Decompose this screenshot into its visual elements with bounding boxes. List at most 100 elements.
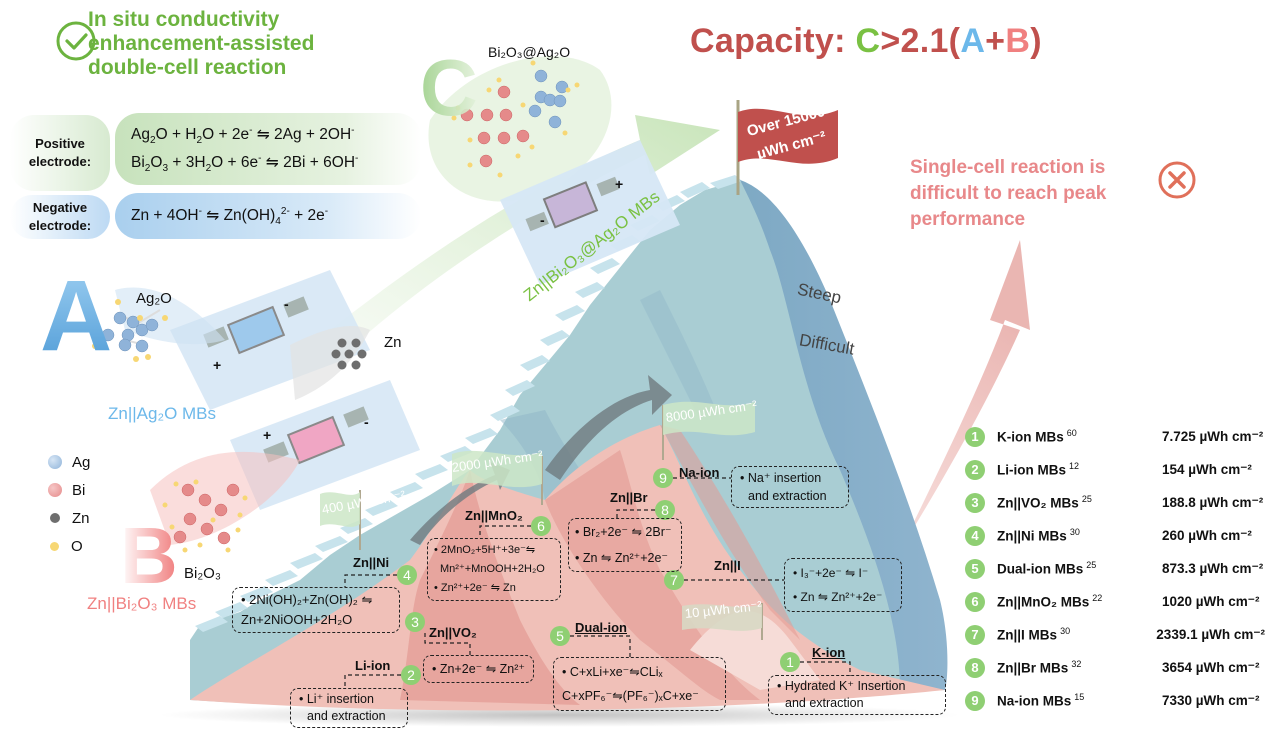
letter-b: B bbox=[120, 511, 178, 600]
legend-item-ag: Ag bbox=[48, 448, 90, 476]
flag-peak bbox=[738, 108, 838, 164]
positive-electrode-equations: Ag2O + H2O + 2e- ⇋ 2Ag + 2OH- Bi2O3 + 3H… bbox=[115, 113, 421, 185]
material-b-label: Bi₂O₃ bbox=[184, 565, 221, 582]
device-a-label: Zn||Ag₂O MBs bbox=[108, 404, 217, 423]
marker-7: 7 bbox=[664, 570, 684, 590]
capacity-c: C bbox=[855, 22, 881, 60]
o-atom-icon bbox=[50, 541, 59, 551]
reaction-6-box: • 2MnO₂+5H⁺+3e⁻⇋Mn²⁺+MnOOH+2H₂O• Zn²⁺+2e… bbox=[427, 538, 561, 601]
green-arrow-upper bbox=[330, 115, 720, 340]
marker-2: 2 bbox=[401, 665, 421, 685]
legend-item-bi: Bi bbox=[48, 476, 90, 504]
reaction-8-box: • Br₂+2e⁻ ⇋ 2Br⁻• Zn ⇋ Zn²⁺+2e⁻ bbox=[568, 518, 682, 572]
ref-badge-4: 4 bbox=[965, 525, 985, 546]
capacity-b: B bbox=[1005, 22, 1031, 60]
marker-1: 1 bbox=[780, 652, 800, 672]
ref-badge-7: 7 bbox=[965, 624, 985, 645]
device-b-minus: - bbox=[364, 414, 369, 430]
pink-arrow bbox=[800, 240, 1030, 705]
flag-400 bbox=[320, 492, 360, 527]
letter-c: C bbox=[420, 43, 478, 132]
marker-4: 4 bbox=[397, 565, 417, 585]
x-circle-icon bbox=[1158, 161, 1196, 199]
ref-badge-9: 9 bbox=[965, 690, 985, 711]
reaction-3-label: Zn||VO₂ bbox=[429, 625, 477, 640]
positive-label-line-2: electrode: bbox=[28, 154, 92, 169]
ag-atom-icon bbox=[48, 455, 62, 469]
capacity-title: Capacity: C>2.1(A+B) bbox=[690, 22, 1042, 60]
legend-item-o: O bbox=[48, 532, 90, 560]
ref-badge-6: 6 bbox=[965, 591, 985, 612]
zn-cluster bbox=[331, 338, 367, 370]
reaction-1-label: K-ion bbox=[812, 645, 846, 660]
bi-atom-icon bbox=[48, 483, 62, 497]
device-b-plus: + bbox=[263, 427, 272, 443]
marker-6: 6 bbox=[531, 516, 551, 536]
marker-8: 8 bbox=[655, 500, 675, 520]
ref-badge-2: 2 bbox=[965, 459, 985, 480]
zn-label: Zn bbox=[384, 334, 402, 351]
device-a-minus: - bbox=[284, 296, 289, 312]
reaction-7-box: • I₃⁻+2e⁻ ⇋ I⁻• Zn ⇋ Zn²⁺+2e⁻ bbox=[784, 558, 902, 612]
atom-legend: Ag Bi Zn O bbox=[48, 448, 90, 560]
flag-10 bbox=[682, 604, 762, 631]
ref-badge-5: 5 bbox=[965, 558, 985, 579]
headline-line-3: double-cell reaction bbox=[88, 56, 287, 79]
reaction-3-box: • Zn+2e⁻ ⇋ Zn²⁺ bbox=[423, 655, 535, 683]
device-c bbox=[500, 140, 680, 285]
letter-a: A bbox=[40, 260, 112, 372]
bi2o3-ag2o-cluster bbox=[451, 60, 580, 178]
positive-label-line-1: Positive bbox=[35, 136, 85, 151]
positive-electrode-label: Positive electrode: bbox=[10, 115, 110, 191]
negative-electrode-equation: Zn + 4OH- ⇋ Zn(OH)42- + 2e- bbox=[115, 193, 421, 239]
marker-9: 9 bbox=[653, 468, 673, 488]
headline-line-2: enhancement-assisted bbox=[88, 32, 315, 55]
ref-badge-8: 8 bbox=[965, 657, 985, 678]
ag2o-cluster bbox=[92, 299, 168, 362]
flag-2000 bbox=[452, 450, 542, 488]
headline: In situ conductivity enhancement-assiste… bbox=[88, 8, 408, 80]
ref-badge-1: 1 bbox=[965, 426, 985, 447]
device-a bbox=[170, 270, 370, 410]
flag-8000 bbox=[663, 401, 755, 436]
reaction-7-label: Zn||I bbox=[714, 558, 741, 573]
marker-3: 3 bbox=[405, 612, 425, 632]
device-c-minus: - bbox=[540, 212, 545, 228]
equation-bi2o3: Bi2O3 + 3H2O + 6e- ⇋ 2Bi + 6OH- bbox=[131, 152, 359, 175]
reaction-2-label: Li-ion bbox=[355, 658, 391, 673]
negative-label-line-1: Negative bbox=[32, 200, 88, 215]
equation-ag2o: Ag2O + H2O + 2e- ⇋ 2Ag + 2OH- bbox=[131, 124, 355, 147]
reaction-4-box: • 2Ni(OH)₂+Zn(OH)₂ ⇋Zn+2NiOOH+2H₂O bbox=[232, 587, 400, 633]
negative-electrode-label: Negative electrode: bbox=[10, 195, 110, 239]
material-c-label: Bi₂O₃@Ag₂O bbox=[488, 44, 571, 60]
negative-label-line-2: electrode: bbox=[28, 218, 92, 233]
bi2o3-cluster bbox=[162, 479, 248, 553]
device-c-plus: + bbox=[615, 176, 624, 192]
reaction-4-label: Zn||Ni bbox=[353, 555, 390, 570]
device-b-label: Zn||Bi₂O₃ MBs bbox=[87, 594, 197, 613]
marker-5: 5 bbox=[550, 626, 570, 646]
material-a-label: Ag₂O bbox=[136, 290, 172, 307]
capacity-a: A bbox=[960, 22, 986, 60]
reaction-9-label: Na-ion bbox=[679, 465, 720, 480]
reaction-5-label: Dual-ion bbox=[575, 620, 627, 635]
ref-badge-3: 3 bbox=[965, 492, 985, 513]
single-cell-note: Single-cell reaction is difficult to rea… bbox=[910, 157, 1107, 230]
check-circle-icon bbox=[56, 21, 96, 61]
device-a-plus: + bbox=[213, 357, 222, 373]
reaction-8-label: Zn||Br bbox=[610, 490, 648, 505]
legend-item-zn: Zn bbox=[48, 504, 90, 532]
